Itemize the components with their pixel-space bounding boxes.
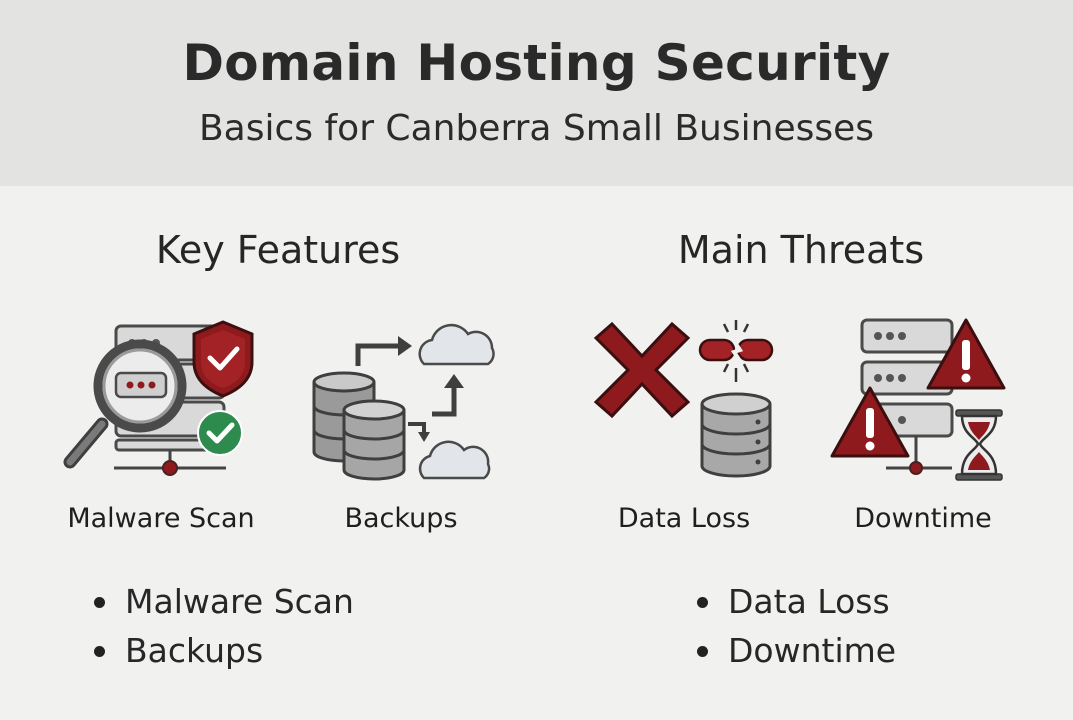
list-item: Data Loss xyxy=(694,577,896,626)
broken-link-database-icon xyxy=(593,320,774,478)
header-banner: Domain Hosting Security Basics for Canbe… xyxy=(0,0,1073,186)
data-loss-caption: Data Loss xyxy=(617,503,751,534)
page-title: Domain Hosting Security xyxy=(182,34,891,92)
downtime-caption: Downtime xyxy=(854,503,992,534)
threats-bullet-list: Data Loss Downtime xyxy=(694,577,896,675)
backups-caption: Backups xyxy=(344,503,458,534)
malware-scan-caption: Malware Scan xyxy=(67,503,255,534)
server-magnifier-shield-icon xyxy=(63,320,254,476)
list-item: Downtime xyxy=(694,626,896,675)
list-item: Backups xyxy=(91,626,354,675)
threats-heading: Main Threats xyxy=(677,228,925,272)
page-subtitle: Basics for Canberra Small Businesses xyxy=(198,108,875,149)
features-heading: Key Features xyxy=(155,228,401,272)
server-warning-hourglass-icon xyxy=(830,318,1006,481)
features-bullet-list: Malware Scan Backups xyxy=(91,577,354,675)
list-item: Malware Scan xyxy=(91,577,354,626)
database-cloud-backup-icon xyxy=(312,323,495,481)
